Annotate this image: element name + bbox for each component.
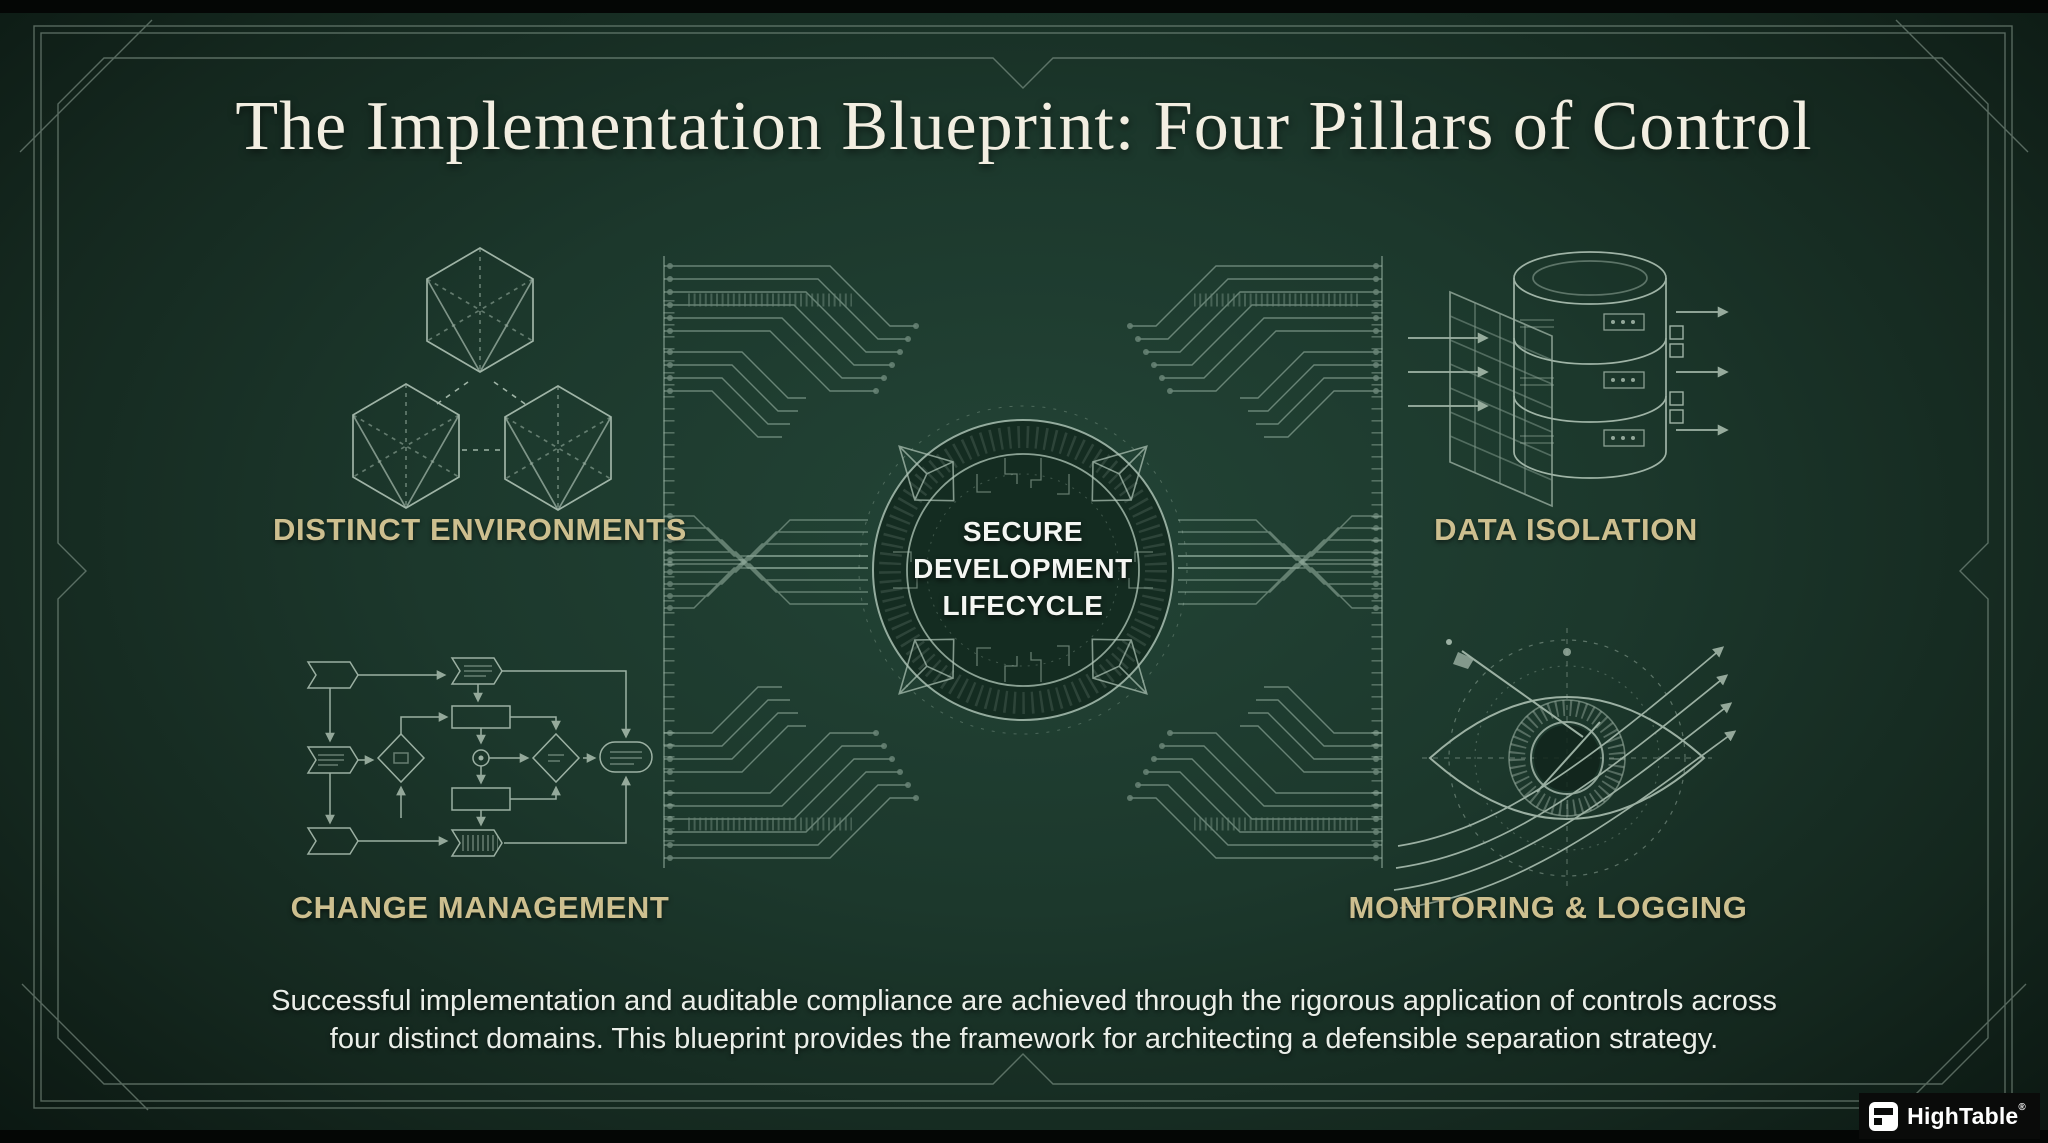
section-dividers — [663, 256, 1383, 868]
center-badge-line: SECURE — [962, 516, 1084, 547]
pillar-label-change-management: CHANGE MANAGEMENT — [290, 890, 670, 925]
center-badge-line: LIFECYCLE — [942, 590, 1104, 621]
database-firewall-icon — [1408, 251, 1729, 508]
slide-title: The Implementation Blueprint: Four Pilla… — [235, 88, 1813, 165]
footer-line-2: four distinct domains. This blueprint pr… — [329, 1023, 1719, 1055]
hightable-logo-icon-square — [1874, 1117, 1883, 1125]
pillar-label-data-isolation: DATA ISOLATION — [1434, 512, 1698, 547]
center-badge-line: DEVELOPMENT — [913, 553, 1133, 584]
hightable-logo-icon-bar — [1874, 1107, 1894, 1115]
hightable-logo-icon — [1869, 1101, 1899, 1131]
flowchart-icon — [307, 657, 653, 857]
pillar-label-monitoring-logging: MONITORING & LOGGING — [1348, 890, 1748, 925]
footer-summary: Successful implementation and auditable … — [0, 982, 2048, 1058]
blueprint-eye-icon — [1393, 628, 1737, 909]
registered-mark: ® — [2018, 1101, 2026, 1113]
cubes-network-icon — [352, 247, 612, 511]
blueprint-frame — [19, 19, 2029, 1111]
hightable-logo: HighTable® — [1859, 1093, 2040, 1139]
center-badge-text: SECURE DEVELOPMENT LIFECYCLE — [853, 513, 1193, 624]
hightable-logo-text: HighTable® — [1907, 1101, 2026, 1129]
pillar-label-distinct-environments: DISTINCT ENVIRONMENTS — [273, 512, 687, 547]
sdl-medallion — [858, 405, 1188, 735]
footer-line-1: Successful implementation and auditable … — [271, 985, 1777, 1017]
